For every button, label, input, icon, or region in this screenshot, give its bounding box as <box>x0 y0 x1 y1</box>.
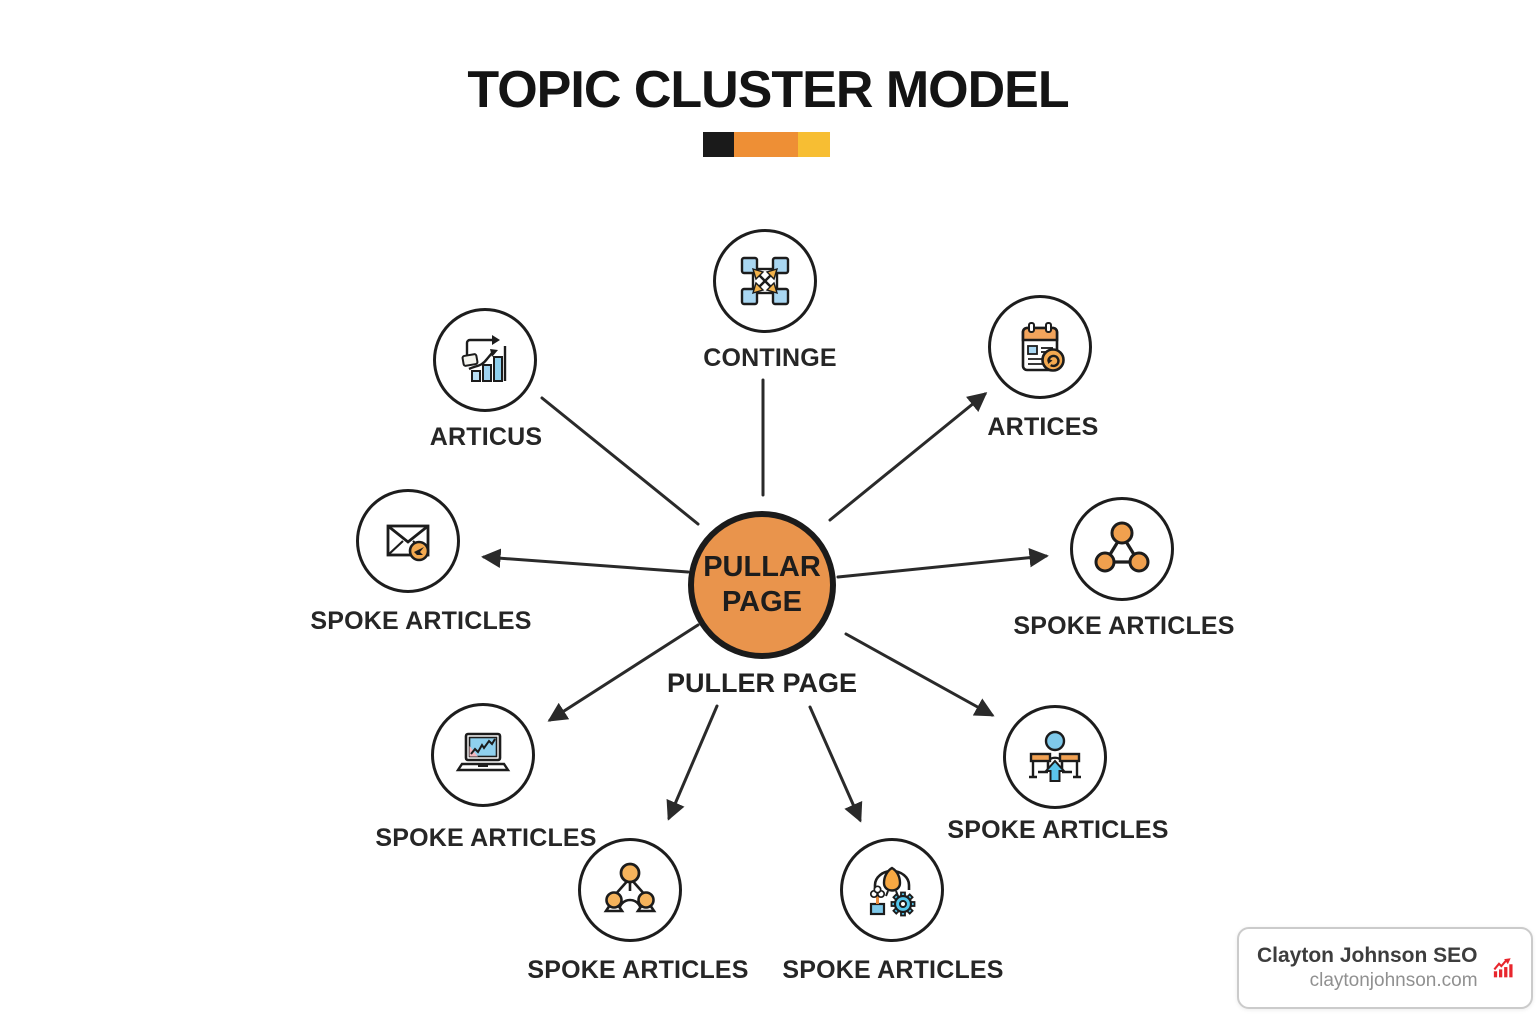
node-contingency <box>713 229 817 333</box>
node-label-articus: ARTICUS <box>429 423 543 451</box>
edge-hub-spoke-network <box>836 547 1049 579</box>
accent-bar-black <box>703 132 734 157</box>
branding-name: Clayton Johnson SEO <box>1257 944 1478 967</box>
edge-hub-articus <box>540 396 700 526</box>
automation-gear-icon <box>869 866 916 917</box>
network-cross-icon <box>740 256 790 306</box>
edge-hub-spoke-person <box>844 632 995 717</box>
node-articles <box>988 295 1092 399</box>
node-spoke-laptop <box>431 703 535 807</box>
branding-text: Clayton Johnson SEO claytonjohnson.com <box>1257 944 1478 992</box>
node-spoke-mail <box>356 489 460 593</box>
node-spoke-network <box>1070 497 1174 601</box>
hub-label-line1: PULLAR <box>703 551 821 584</box>
branding-card: Clayton Johnson SEO claytonjohnson.com <box>1237 927 1533 1009</box>
branding-website: claytonjohnson.com <box>1309 970 1478 991</box>
node-articus <box>433 308 537 412</box>
accent-bar-orange <box>734 132 798 157</box>
node-label-spoke-laptop: SPOKE ARTICLES <box>375 824 597 852</box>
edge-hub-spoke-automation <box>808 705 863 823</box>
node-label-contingency: CONTINGE <box>703 344 837 372</box>
node-spoke-person <box>1003 705 1107 809</box>
node-spoke-automation <box>840 838 944 942</box>
hierarchy-icon <box>603 862 657 913</box>
hub-caption: PULLER PAGE <box>666 668 858 698</box>
envelope-icon <box>386 524 430 562</box>
edge-hub-spoke-mail <box>481 548 690 574</box>
growth-bars-icon <box>1493 958 1513 978</box>
accent-bar-yellow <box>798 132 830 157</box>
molecule-icon <box>1094 521 1150 573</box>
calendar-refresh-icon <box>1021 322 1065 372</box>
node-label-spoke-mail: SPOKE ARTICLES <box>310 607 532 635</box>
node-label-spoke-network: SPOKE ARTICLES <box>1013 612 1235 640</box>
edge-hub-articles <box>828 392 988 522</box>
node-label-spoke-automation: SPOKE ARTICLES <box>782 956 1004 984</box>
accent-color-bar <box>703 132 830 157</box>
edge-hub-spoke-hierarchy <box>666 704 719 821</box>
node-label-spoke-hierarchy: SPOKE ARTICLES <box>527 956 749 984</box>
person-growth-icon <box>1029 730 1081 782</box>
page-title: TOPIC CLUSTER MODEL <box>467 61 1069 119</box>
hub-label-line2: PAGE <box>721 586 803 618</box>
bar-chart-growth-icon <box>461 335 507 382</box>
node-spoke-hierarchy <box>578 838 682 942</box>
pillar-page-hub: PULLAR PAGE <box>688 511 836 659</box>
node-label-articles: ARTICES <box>987 413 1099 441</box>
node-label-spoke-person: SPOKE ARTICLES <box>947 816 1169 844</box>
laptop-chart-icon <box>455 732 511 772</box>
